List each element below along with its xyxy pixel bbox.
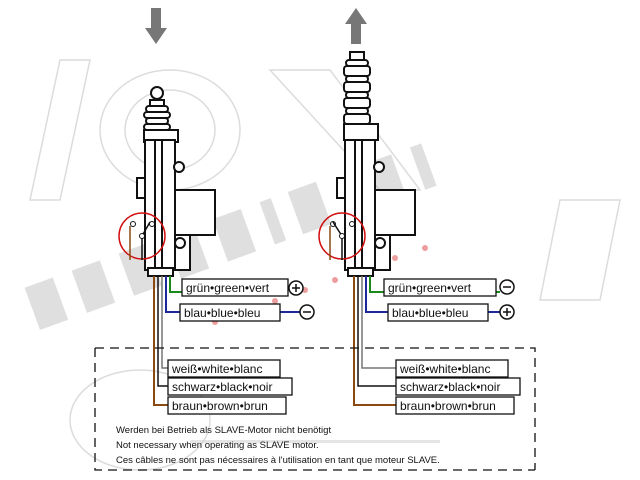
note-french: Ces câbles ne sont pas nécessaires à l'u… xyxy=(116,455,440,466)
label-blue-left: blau•blue•bleu xyxy=(184,306,260,320)
label-green-left: grün•green•vert xyxy=(186,281,270,295)
label-brown-right: braun•brown•brun xyxy=(400,399,496,413)
watermark-www xyxy=(190,440,440,443)
actuator-left xyxy=(118,86,216,277)
arrow-down-icon xyxy=(145,8,167,44)
label-green-right: grün•green•vert xyxy=(388,281,472,295)
slave-wires-box xyxy=(94,347,536,471)
label-black-left: schwarz•black•noir xyxy=(172,380,272,394)
actuator-right xyxy=(318,51,416,277)
label-white-right: weiß•white•blanc xyxy=(399,362,490,376)
label-brown-left: braun•brown•brun xyxy=(172,399,268,413)
watermark-jom xyxy=(29,59,621,471)
arrow-up-icon xyxy=(345,8,367,44)
label-white-left: weiß•white•blanc xyxy=(171,362,262,376)
note-english: Not necessary when operating as SLAVE mo… xyxy=(116,440,319,451)
label-black-right: schwarz•black•noir xyxy=(400,380,500,394)
note-german: Werden bei Betrieb als SLAVE-Motor nicht… xyxy=(116,425,332,436)
label-blue-right: blau•blue•bleu xyxy=(392,306,468,320)
